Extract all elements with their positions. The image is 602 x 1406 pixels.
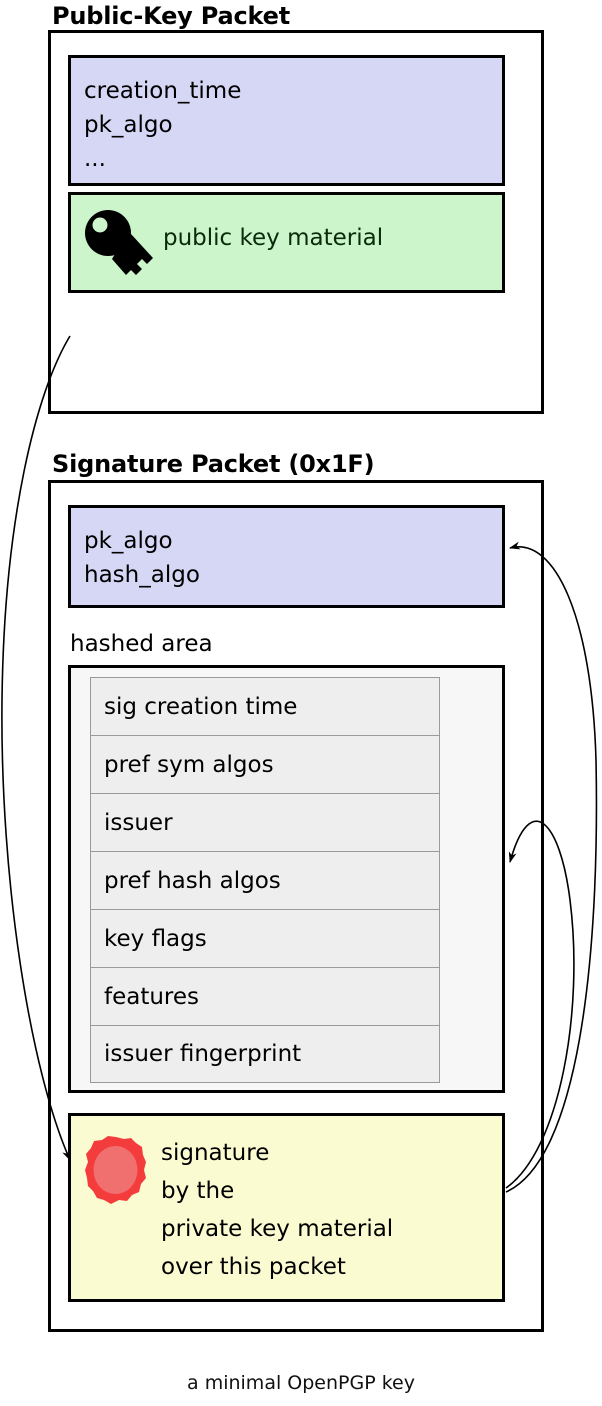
public-key-header-fields-box: creation_time pk_algo ... xyxy=(68,55,505,186)
key-icon xyxy=(81,207,159,283)
list-item-label: sig creation time xyxy=(104,693,298,720)
hashed-subpacket-list: sig creation time pref sym algos issuer … xyxy=(90,677,440,1083)
list-item[interactable]: issuer xyxy=(90,793,440,851)
signature-block-text: signature by the private key material ov… xyxy=(161,1140,394,1280)
public-key-header-fields-text: creation_time pk_algo ... xyxy=(84,78,242,172)
public-key-material-label: public key material xyxy=(163,225,384,251)
list-item[interactable]: features xyxy=(90,967,440,1025)
list-item[interactable]: issuer fingerprint xyxy=(90,1025,440,1083)
signature-block-box: signature by the private key material ov… xyxy=(68,1113,505,1302)
list-item-label: features xyxy=(104,983,200,1010)
list-item[interactable]: key flags xyxy=(90,909,440,967)
list-item-label: issuer fingerprint xyxy=(104,1041,302,1067)
list-item-label: pref hash algos xyxy=(104,867,281,894)
signature-algo-fields-text: pk_algo hash_algo xyxy=(84,528,200,588)
list-item[interactable]: pref hash algos xyxy=(90,851,440,909)
list-item-label: pref sym algos xyxy=(104,751,274,778)
diagram-caption: a minimal OpenPGP key xyxy=(187,1372,415,1394)
wax-seal-icon xyxy=(83,1134,149,1208)
signature-packet-title: Signature Packet (0x1F) xyxy=(52,450,375,478)
public-key-packet-title: Public-Key Packet xyxy=(52,2,290,30)
list-item[interactable]: pref sym algos xyxy=(90,735,440,793)
public-key-material-box: public key material xyxy=(68,192,505,293)
list-item[interactable]: sig creation time xyxy=(90,677,440,735)
hashed-area-label: hashed area xyxy=(70,631,213,657)
list-item-label: key flags xyxy=(104,925,207,952)
list-item-label: issuer xyxy=(104,809,173,836)
signature-algo-fields-box: pk_algo hash_algo xyxy=(68,505,505,608)
